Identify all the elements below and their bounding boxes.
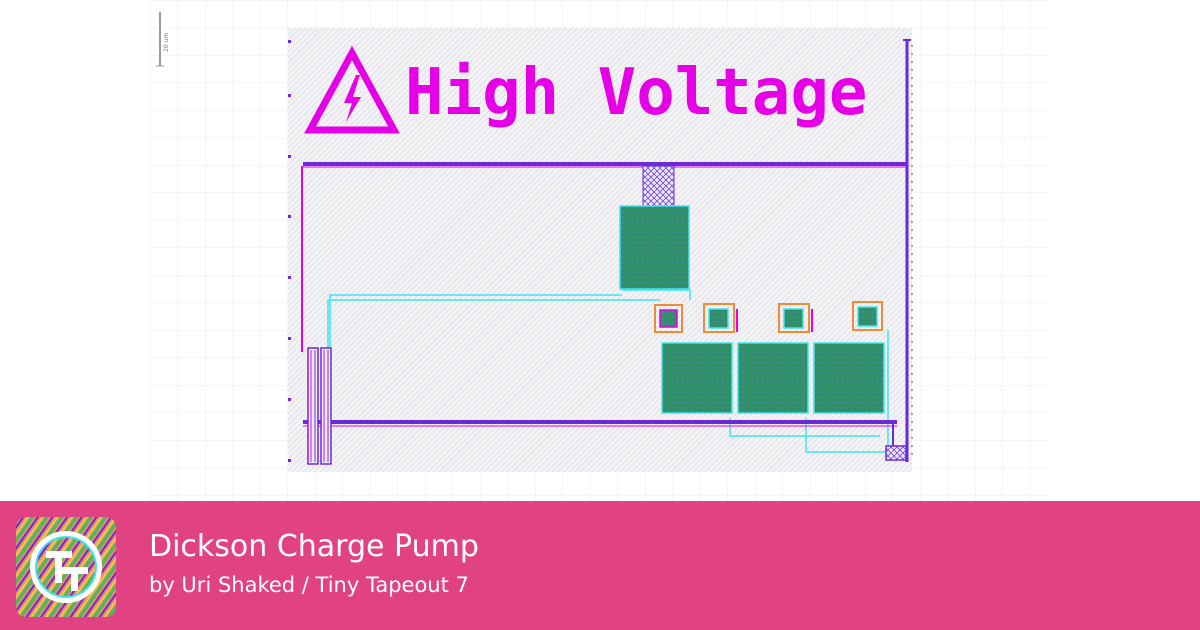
top-metal-bus (303, 162, 906, 168)
scale-label: 20 um (163, 33, 170, 52)
project-byline: by Uri Shaked / Tiny Tapeout 7 (149, 573, 469, 597)
pump-capacitor-1 (661, 342, 733, 414)
io-pin-markers (288, 40, 291, 462)
via-stack (642, 165, 675, 207)
scale-bar: 20 um (156, 12, 170, 67)
pump-capacitor-2 (737, 342, 809, 414)
clock-driver-left (307, 347, 319, 465)
bottom-metal-bus (303, 420, 897, 427)
diode-2 (703, 303, 738, 333)
diode-3 (778, 303, 813, 333)
tiny-tapeout-logo (16, 517, 116, 617)
cyan-routing (327, 289, 889, 453)
project-title: Dickson Charge Pump (149, 529, 479, 564)
clock-driver-right (320, 347, 332, 465)
output-capacitor (619, 205, 690, 290)
diode-4 (852, 301, 883, 331)
high-voltage-banner: High Voltage (405, 56, 867, 130)
project-footer: Dickson Charge Pump by Uri Shaked / Tiny… (0, 501, 1200, 630)
power-rail-right (903, 39, 913, 462)
high-voltage-warning-icon (304, 45, 400, 134)
pump-capacitor-3 (813, 342, 885, 414)
output-pin (885, 445, 907, 461)
layout-preview: 20 um High Voltage (150, 0, 1048, 501)
diode-1 (654, 304, 683, 333)
gds-layout-view: 20 um High Voltage (150, 0, 1048, 501)
